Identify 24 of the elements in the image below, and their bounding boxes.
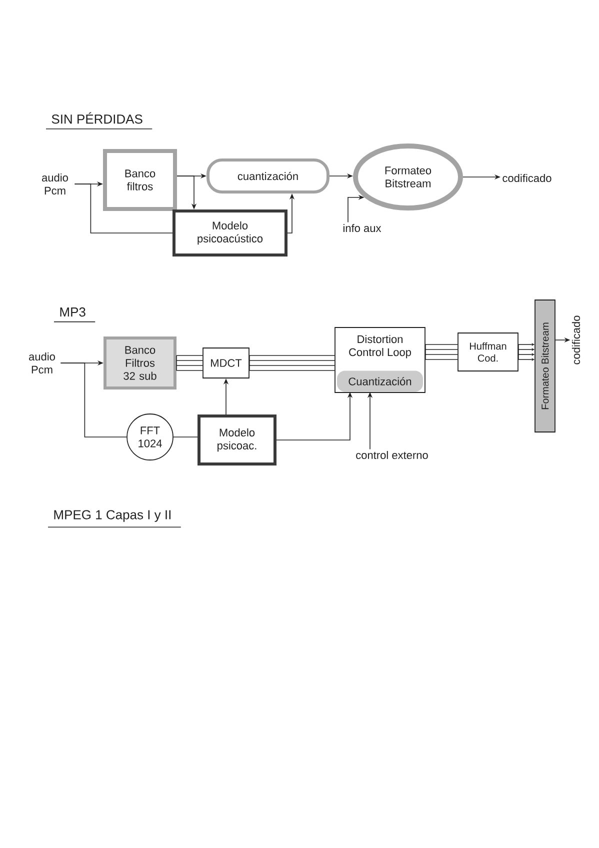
signal-lines [249,355,335,371]
process-box: MDCT [202,348,250,378]
section-heading: SIN PÉRDIDAS [52,112,142,124]
signal-lines [176,355,203,371]
section-heading: MP3 [60,307,86,317]
process-box: Huffman Cod. [458,332,518,372]
process-box: Banco filtros [103,149,177,211]
output-label: codificado [502,174,552,182]
signal-lines [425,344,458,360]
input-label: control externo [356,450,428,460]
input-label: info aux [343,224,382,232]
shaded-box: Cuantización [337,370,423,392]
rounded-box: cuantización [206,158,330,194]
input-label: audio Pcm [29,352,55,374]
output-label: codificado [572,316,580,364]
section-heading: MPEG 1 Capas I y II [54,510,170,522]
connector-line [74,184,173,234]
connector-line [60,362,127,438]
process-box: Modelo psicoac. [198,414,276,466]
process-box: Modelo psicoacústico [172,210,288,256]
input-label: audio Pcm [42,173,68,195]
connector-line [173,436,198,438]
process-box: Banco Filtros 32 sub [104,336,176,390]
process-bar: Formateo Bitstream [534,300,556,432]
